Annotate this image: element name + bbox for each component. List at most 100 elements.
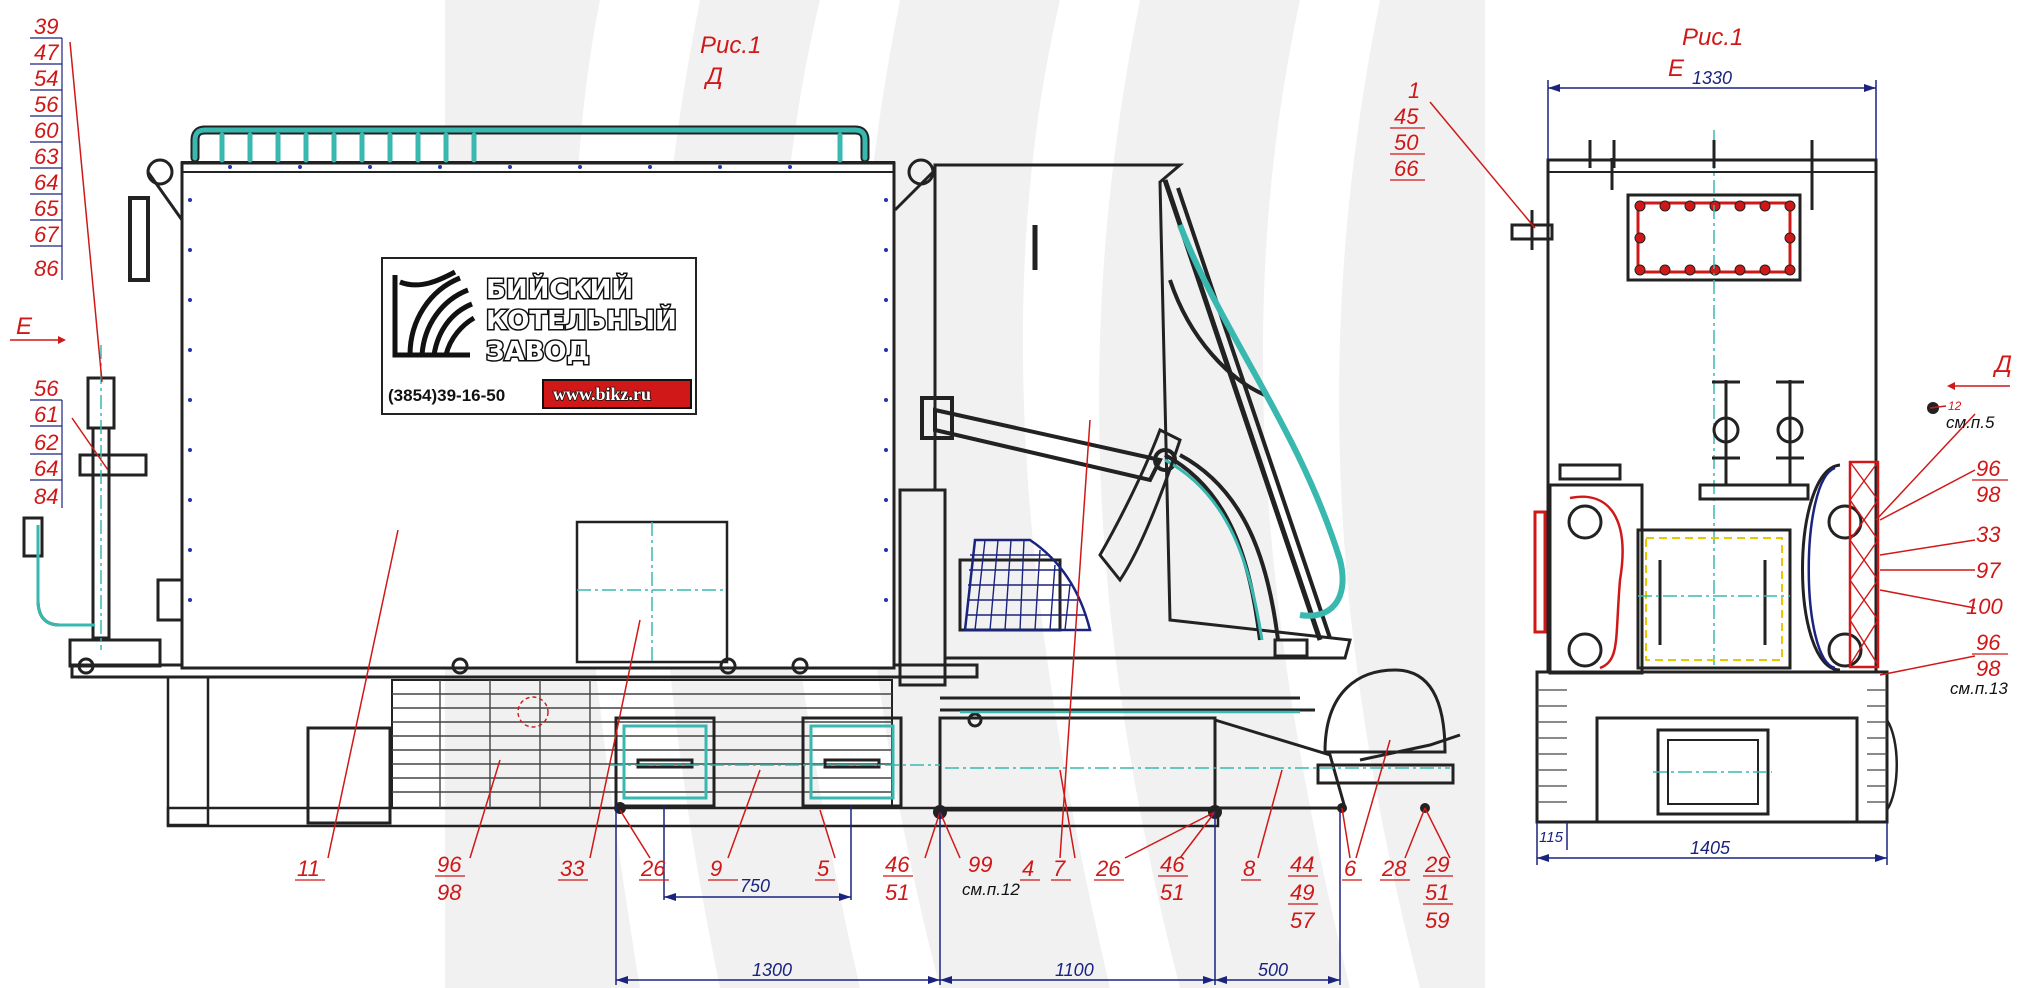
callout-stack-right-top: 1 45 50 66 xyxy=(1394,78,1420,181)
callouts-bottom-underlines xyxy=(295,875,1453,905)
boiler-body xyxy=(180,161,896,670)
body-bolts xyxy=(188,165,888,602)
small-12: 12 xyxy=(1948,399,1962,413)
svg-text:96: 96 xyxy=(1976,630,2001,655)
right-dimensions xyxy=(1536,80,1888,865)
side-handle xyxy=(128,196,150,282)
svg-text:98: 98 xyxy=(1976,656,2001,681)
svg-text:6: 6 xyxy=(1344,856,1357,881)
view-d-right-label: Д xyxy=(1992,351,2012,378)
callout-stack-top-left-lines xyxy=(30,37,63,280)
svg-text:9: 9 xyxy=(710,856,722,881)
dim-arrows xyxy=(616,893,1340,984)
svg-text:51: 51 xyxy=(1425,880,1449,905)
caption-right: Рис.1 xyxy=(1682,24,1743,51)
svg-text:51: 51 xyxy=(885,880,909,905)
dim-115: 115 xyxy=(1539,829,1564,846)
sign-line2: КОТЕЛЬНЫЙ xyxy=(486,304,677,336)
sign-website: www.bikz.ru xyxy=(553,384,651,404)
svg-text:39: 39 xyxy=(34,14,58,39)
svg-text:46: 46 xyxy=(1160,852,1185,877)
svg-text:33: 33 xyxy=(560,856,585,881)
top-stubs xyxy=(1588,140,1814,210)
top-door-bolts xyxy=(1634,200,1796,276)
svg-text:64: 64 xyxy=(34,456,58,481)
left-view: БИЙСКИЙ КОТЕЛЬНЫЙ ЗАВОД (3854)39-16-50 w… xyxy=(10,41,1461,985)
svg-text:59: 59 xyxy=(1425,908,1449,933)
svg-text:86: 86 xyxy=(34,256,59,281)
view-e-right-label: Е xyxy=(1668,55,1685,82)
svg-text:57: 57 xyxy=(1290,908,1315,933)
svg-text:67: 67 xyxy=(34,222,59,247)
end-base xyxy=(1535,670,1889,824)
svg-text:98: 98 xyxy=(1976,482,2001,507)
door-latch xyxy=(156,578,184,622)
website-box xyxy=(542,379,692,409)
red-hatch xyxy=(1848,460,1880,669)
callout-stack-left-mid: 56 61 62 64 84 xyxy=(34,376,59,509)
svg-text:26: 26 xyxy=(640,856,666,881)
ash-box xyxy=(1595,716,1859,824)
right-view: 1330 1405 115 xyxy=(1429,68,2010,865)
logo-sign: БИЙСКИЙ КОТЕЛЬНЫЙ ЗАВОД (3854)39-16-50 w… xyxy=(381,257,697,415)
view-d-label: Д xyxy=(703,63,723,90)
svg-text:99: 99 xyxy=(968,852,992,877)
svg-text:51: 51 xyxy=(1160,880,1184,905)
view-e-left-label: Е xyxy=(16,313,33,340)
svg-text:29: 29 xyxy=(1424,852,1449,877)
view-d-arrow xyxy=(1947,382,2010,390)
svg-text:64: 64 xyxy=(34,170,58,195)
svg-text:63: 63 xyxy=(34,144,59,169)
svg-text:96: 96 xyxy=(1976,456,2001,481)
access-door xyxy=(306,726,392,825)
callout-stack-right-top-lines xyxy=(1390,127,1425,181)
svg-text:100: 100 xyxy=(1966,594,2003,619)
svg-text:98: 98 xyxy=(437,880,462,905)
callouts-right-side-lines xyxy=(1972,479,2008,655)
svg-text:4: 4 xyxy=(1022,856,1034,881)
svg-text:54: 54 xyxy=(34,66,58,91)
callouts-bottom: 11 96 98 33 26 9 5 46 51 99 4 7 26 46 51… xyxy=(297,852,1449,933)
top-pipes-inner xyxy=(192,127,868,163)
svg-text:1: 1 xyxy=(1408,78,1420,103)
hatch-x xyxy=(1849,461,1879,666)
note-p12: см.п.12 xyxy=(962,880,1020,899)
conveyor xyxy=(938,668,1461,812)
svg-text:28: 28 xyxy=(1381,856,1407,881)
svg-text:46: 46 xyxy=(885,852,910,877)
dim-750: 750 xyxy=(740,876,770,896)
chute xyxy=(1098,427,1182,583)
dashed-circle xyxy=(517,696,549,728)
svg-text:61: 61 xyxy=(34,402,58,427)
dim-1300: 1300 xyxy=(752,960,792,980)
svg-text:56: 56 xyxy=(34,376,59,401)
dim-1100: 1100 xyxy=(1055,960,1094,980)
left-red-door xyxy=(1533,510,1547,634)
svg-text:49: 49 xyxy=(1290,880,1314,905)
note-p5: см.п.5 xyxy=(1946,413,1995,432)
callout-stack-top-left: 39 47 54 56 60 63 64 65 67 86 xyxy=(34,14,59,281)
svg-text:7: 7 xyxy=(1053,856,1066,881)
callouts-right-side: 96 98 33 97 100 96 98 xyxy=(1966,456,2003,681)
svg-text:8: 8 xyxy=(1243,856,1256,881)
lifting-eyes xyxy=(146,158,935,221)
hatches xyxy=(614,716,903,808)
svg-text:11: 11 xyxy=(297,856,320,881)
svg-text:50: 50 xyxy=(1394,130,1419,155)
note-p13: см.п.13 xyxy=(1950,679,2008,698)
lower-support xyxy=(166,675,210,827)
svg-text:96: 96 xyxy=(437,852,462,877)
svg-text:44: 44 xyxy=(1290,852,1314,877)
svg-text:62: 62 xyxy=(34,430,58,455)
center-hatch xyxy=(1636,528,1792,670)
grille xyxy=(391,679,893,809)
logo-emblem xyxy=(392,269,476,358)
valves xyxy=(1698,380,1810,501)
svg-text:33: 33 xyxy=(1976,522,2001,547)
boiler-top-rim xyxy=(181,161,895,173)
base-grilles xyxy=(1537,689,1887,803)
leaders xyxy=(69,41,1451,859)
svg-text:56: 56 xyxy=(34,92,59,117)
svg-text:84: 84 xyxy=(34,484,58,509)
